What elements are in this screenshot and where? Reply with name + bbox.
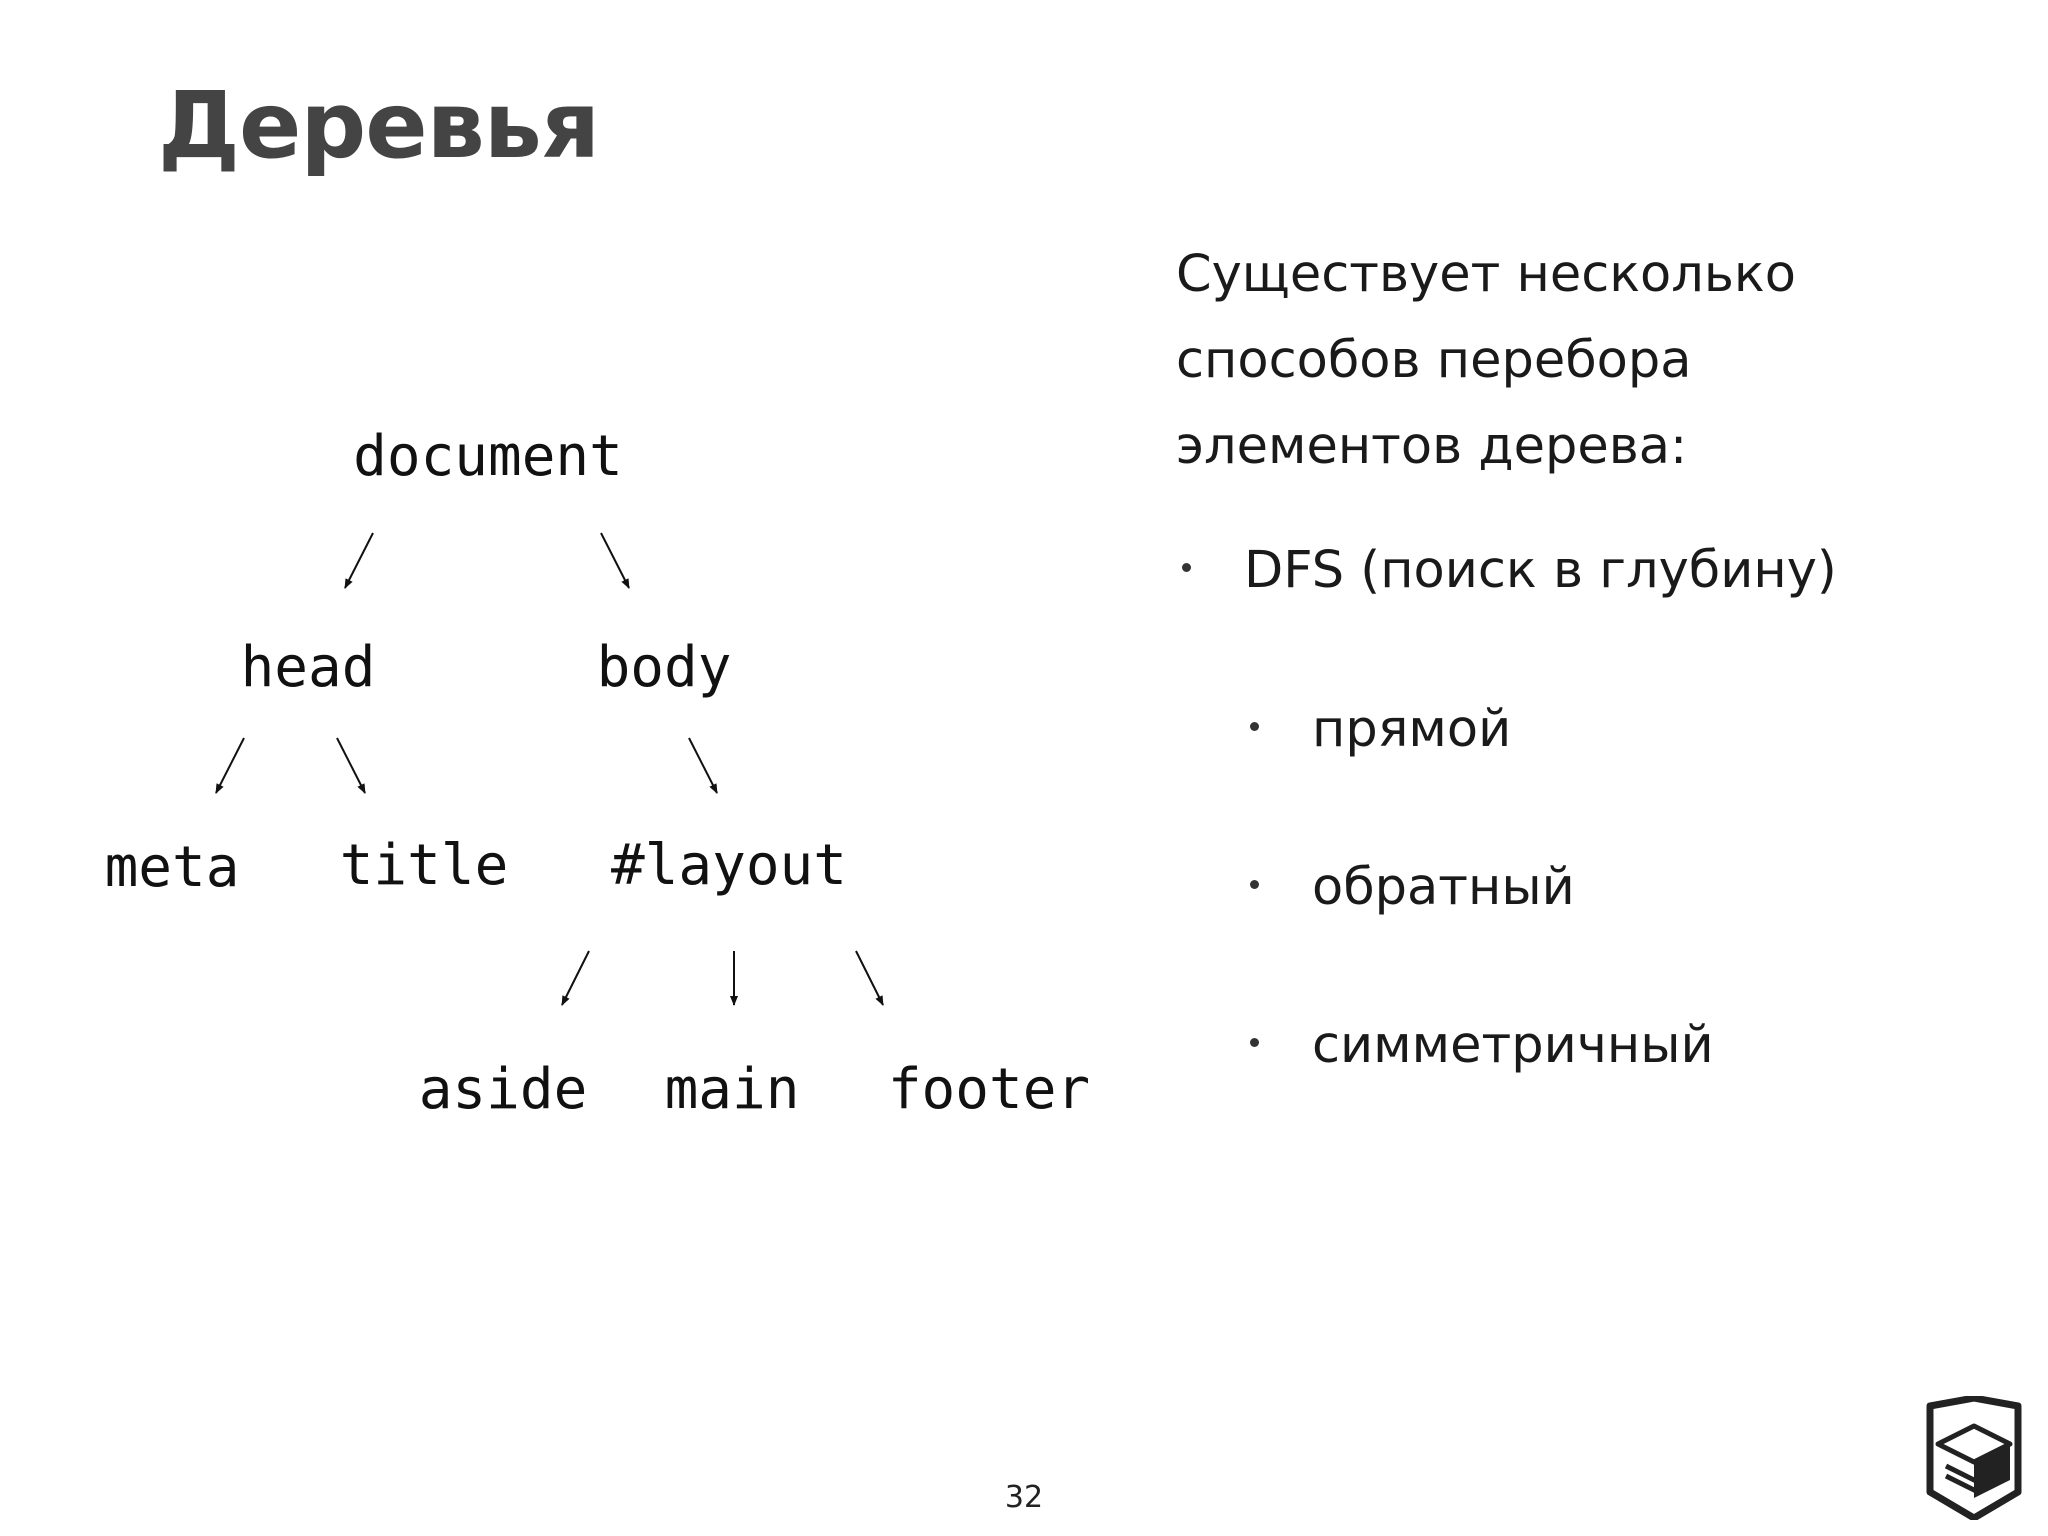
bullet-dot-icon [1250,722,1259,731]
bullet-dot-icon [1182,563,1191,572]
node-head: head [241,635,376,700]
sub-bullet-inorder: симметричный [1250,1020,1714,1071]
intro-text: Существует несколько способов перебора э… [1176,232,2016,490]
node-meta: meta [105,835,240,900]
edge-body-layout [688,737,718,794]
bullet-dfs: DFS (поиск в глубину) [1182,545,1837,596]
slide-title: Деревья [158,72,600,179]
node-layout: #layout [611,833,847,898]
edge-document-body [600,532,630,589]
node-title: title [340,833,509,898]
intro-line: способов перебора [1176,331,1692,390]
node-document: document [353,424,623,489]
intro-line: элементов дерева: [1176,417,1688,476]
edge-document-head [344,532,374,589]
page-number: 32 [1004,1480,1044,1515]
node-aside: aside [419,1057,588,1122]
edge-layout-footer [855,950,884,1006]
shield-logo-icon [1926,1396,2022,1520]
edge-head-title [336,737,366,794]
sub-bullet-text: обратный [1312,858,1575,917]
edge-layout-aside [561,950,590,1006]
sub-bullet-postorder: обратный [1250,862,1575,913]
sub-bullet-preorder: прямой [1250,704,1511,755]
node-main: main [665,1057,800,1122]
edge-head-meta [215,737,245,794]
tree-nodes: document head body meta title #layout as… [105,424,1091,1122]
sub-bullet-text: симметричный [1312,1016,1714,1075]
node-footer: footer [888,1057,1090,1122]
bullet-dot-icon [1250,1038,1259,1047]
sub-bullet-text: прямой [1312,700,1512,759]
node-body: body [597,635,732,700]
bullet-dfs-text: DFS (поиск в глубину) [1244,541,1837,600]
intro-line: Существует несколько [1176,245,1796,304]
bullet-dot-icon [1250,880,1259,889]
tree-edges [215,532,884,1006]
